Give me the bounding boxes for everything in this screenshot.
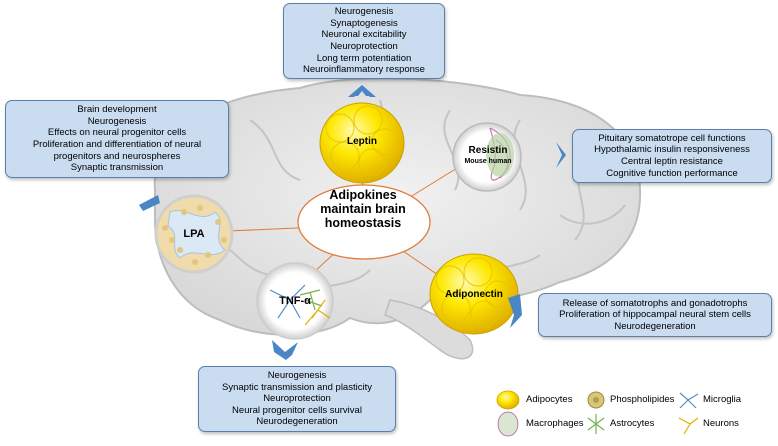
box-line: Long term potentiation [316, 52, 412, 64]
tnf-node [256, 262, 334, 340]
legend-microglia: Microglia [703, 394, 742, 405]
legend-phospholipides: Phospholipides [610, 394, 675, 405]
resistin-effects-box: Pituitary somatotrope cell functions Hyp… [572, 129, 772, 183]
center-line: homeostasis [324, 216, 402, 230]
box-line: Release of somatotrophs and gonadotrophs [562, 297, 748, 309]
legend-adipocytes: Adipocytes [526, 394, 573, 405]
resistin-sublabel: Mouse human [464, 158, 512, 165]
leptin-effects-box: Neurogenesis Synaptogenesis Neuronal exc… [283, 3, 445, 79]
adiponectin-label: Adiponectin [445, 289, 503, 300]
box-line: Pituitary somatotrope cell functions [598, 132, 746, 144]
box-line: Neuroinflammatory response [303, 64, 425, 76]
tnf-effects-box: Neurogenesis Synaptic transmission and p… [198, 366, 396, 432]
box-line: progenitors and neurospheres [53, 150, 181, 162]
box-line: Neuronal excitability [321, 29, 407, 41]
box-line: Neurogenesis [87, 115, 147, 127]
legend-macrophages: Macrophages [526, 418, 584, 429]
box-line: Neurodegeneration [256, 416, 338, 428]
box-line: Neuroprotection [263, 393, 331, 405]
box-line: Proliferation of hippocampal neural stem… [559, 309, 751, 321]
center-title: Adipokines maintain brain homeostasis [300, 188, 426, 230]
box-line: Synaptic transmission and plasticity [222, 381, 372, 393]
box-line: Neural progenitor cells survival [232, 404, 362, 416]
leptin-label: Leptin [347, 136, 377, 147]
legend-neurons: Neurons [703, 418, 739, 429]
center-line: Adipokines [329, 188, 397, 202]
lpa-effects-box: Brain development Neurogenesis Effects o… [5, 100, 229, 178]
box-line: Hypothalamic insulin responsiveness [594, 144, 750, 156]
center-line: maintain brain [320, 202, 406, 216]
legend-astrocytes: Astrocytes [610, 418, 655, 429]
box-line: Synaptic transmission [70, 162, 164, 174]
leptin-node [319, 102, 405, 184]
box-line: Cognitive function performance [606, 167, 738, 179]
resistin-node [452, 122, 522, 192]
box-line: Proliferation and differentiation of neu… [32, 139, 202, 150]
box-line: Neurogenesis [267, 370, 327, 382]
box-line: Brain development [77, 104, 157, 116]
arrows [139, 85, 566, 360]
legend-icons [496, 390, 699, 437]
box-line: Neurodegeneration [614, 320, 696, 332]
adiponectin-effects-box: Release of somatotrophs and gonadotrophs… [538, 293, 772, 337]
resistin-label: Resistin [468, 145, 508, 156]
center-ellipse [297, 184, 431, 260]
box-line: Neuroprotection [330, 41, 398, 52]
lpa-label: LPA [183, 228, 205, 240]
adiponectin-node [429, 253, 519, 335]
box-line: Central leptin resistance [621, 156, 723, 167]
box-line: Synaptogenesis [330, 17, 398, 29]
tnf-label: TNF-α [279, 295, 311, 307]
lpa-node [154, 194, 234, 274]
box-line: Neurogenesis [334, 6, 394, 18]
box-line: Effects on neural progenitor cells [47, 127, 187, 139]
